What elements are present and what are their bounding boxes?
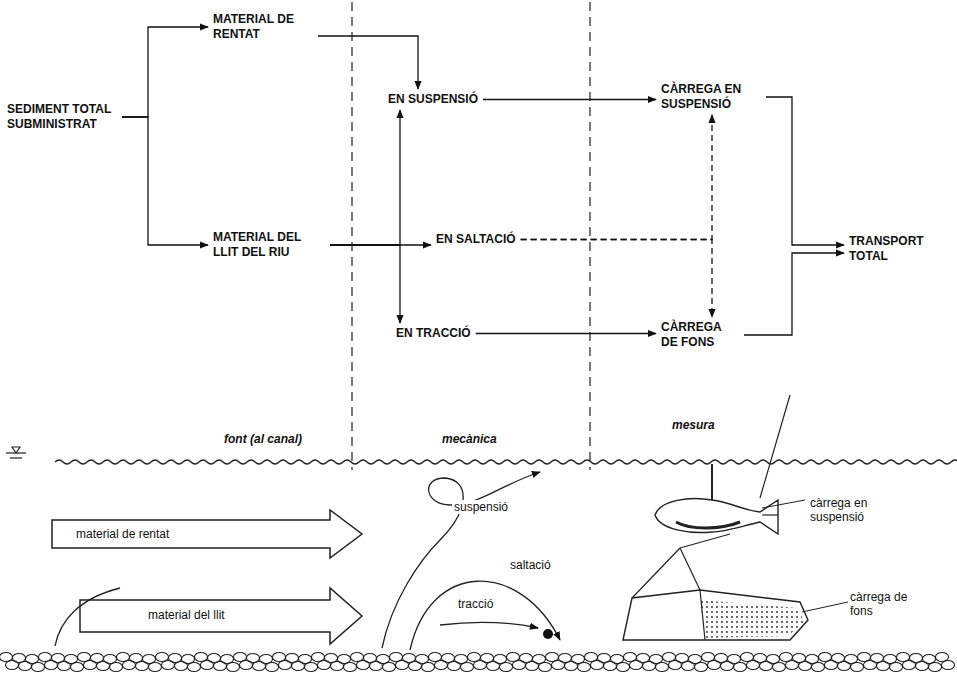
annotation-label: càrrega de fons — [848, 590, 932, 618]
flow-arrow — [744, 253, 844, 335]
annotation-label: material de rentat — [74, 527, 171, 541]
annotation-label: font (al canal) — [222, 432, 304, 446]
node-text: EN TRACCIÓ — [396, 326, 471, 341]
annotation-label: mecànica — [440, 432, 499, 446]
flow-label-node: EN TRACCIÓ — [393, 324, 474, 343]
flow-arrow — [330, 245, 400, 323]
flow-label-node: SEDIMENT TOTAL SUBMINISTRAT — [4, 100, 120, 134]
node-text: SEDIMENT TOTAL SUBMINISTRAT — [7, 102, 117, 132]
water-surface — [55, 460, 957, 464]
annotation-label: saltació — [508, 558, 553, 572]
flow-arrow — [122, 27, 208, 117]
flow-arrow — [521, 240, 712, 318]
divider-line — [589, 2, 590, 470]
sampler-sediment — [676, 522, 740, 528]
pebble — [543, 629, 553, 639]
node-text: MATERIAL DE RENTAT — [213, 12, 313, 42]
flow-arrow — [483, 99, 656, 100]
annotation-label: material del llit — [146, 608, 227, 622]
leader-line — [762, 500, 805, 508]
flow-arrow — [476, 333, 656, 334]
annotation-label: tracció — [456, 597, 495, 611]
flow-label-node: TRANSPORT TOTAL — [846, 232, 952, 266]
node-text: CÀRREGA EN SUSPENSIÓ — [661, 82, 761, 112]
bed-load-sampler — [623, 590, 808, 640]
flow-label-node: MATERIAL DEL LLIT DEL RIU — [210, 228, 328, 262]
annotation-label: mesura — [670, 418, 717, 432]
sampler-rod — [711, 464, 713, 503]
traction-path — [440, 622, 538, 628]
suspended-sampler — [655, 499, 778, 534]
flow-label-node: EN SALTACIÓ — [433, 230, 519, 249]
flow-arrow — [318, 36, 418, 89]
divider-line — [351, 2, 352, 470]
sampler-cable — [632, 548, 680, 598]
bed-material-arrow — [80, 588, 362, 644]
annotation-label: càrrega en suspensió — [808, 496, 902, 524]
node-text: MATERIAL DEL LLIT DEL RIU — [213, 230, 325, 260]
flow-label-node: CÀRREGA DE FONS — [658, 318, 742, 352]
flow-arrow — [766, 97, 844, 245]
flow-label-node: EN SUSPENSIÓ — [385, 90, 481, 109]
sampler-cable — [760, 395, 790, 498]
flow-arrow — [521, 115, 712, 240]
wash-load-arrow — [52, 510, 362, 558]
flow-label-node: MATERIAL DE RENTAT — [210, 10, 316, 44]
annotation-label: suspensió — [452, 500, 510, 514]
water-symbol — [6, 447, 26, 458]
node-text: EN SALTACIÓ — [436, 232, 516, 247]
node-text: TRANSPORT TOTAL — [849, 234, 949, 264]
gravel-bed — [0, 653, 955, 672]
bed-material-curve — [55, 588, 120, 646]
node-text: CÀRREGA DE FONS — [661, 320, 739, 350]
saltation-path — [410, 581, 560, 650]
leader-line — [802, 602, 848, 612]
node-text: EN SUSPENSIÓ — [388, 92, 478, 107]
flow-arrow — [122, 117, 208, 245]
flow-label-node: CÀRREGA EN SUSPENSIÓ — [658, 80, 764, 114]
flow-arrow — [330, 110, 400, 245]
